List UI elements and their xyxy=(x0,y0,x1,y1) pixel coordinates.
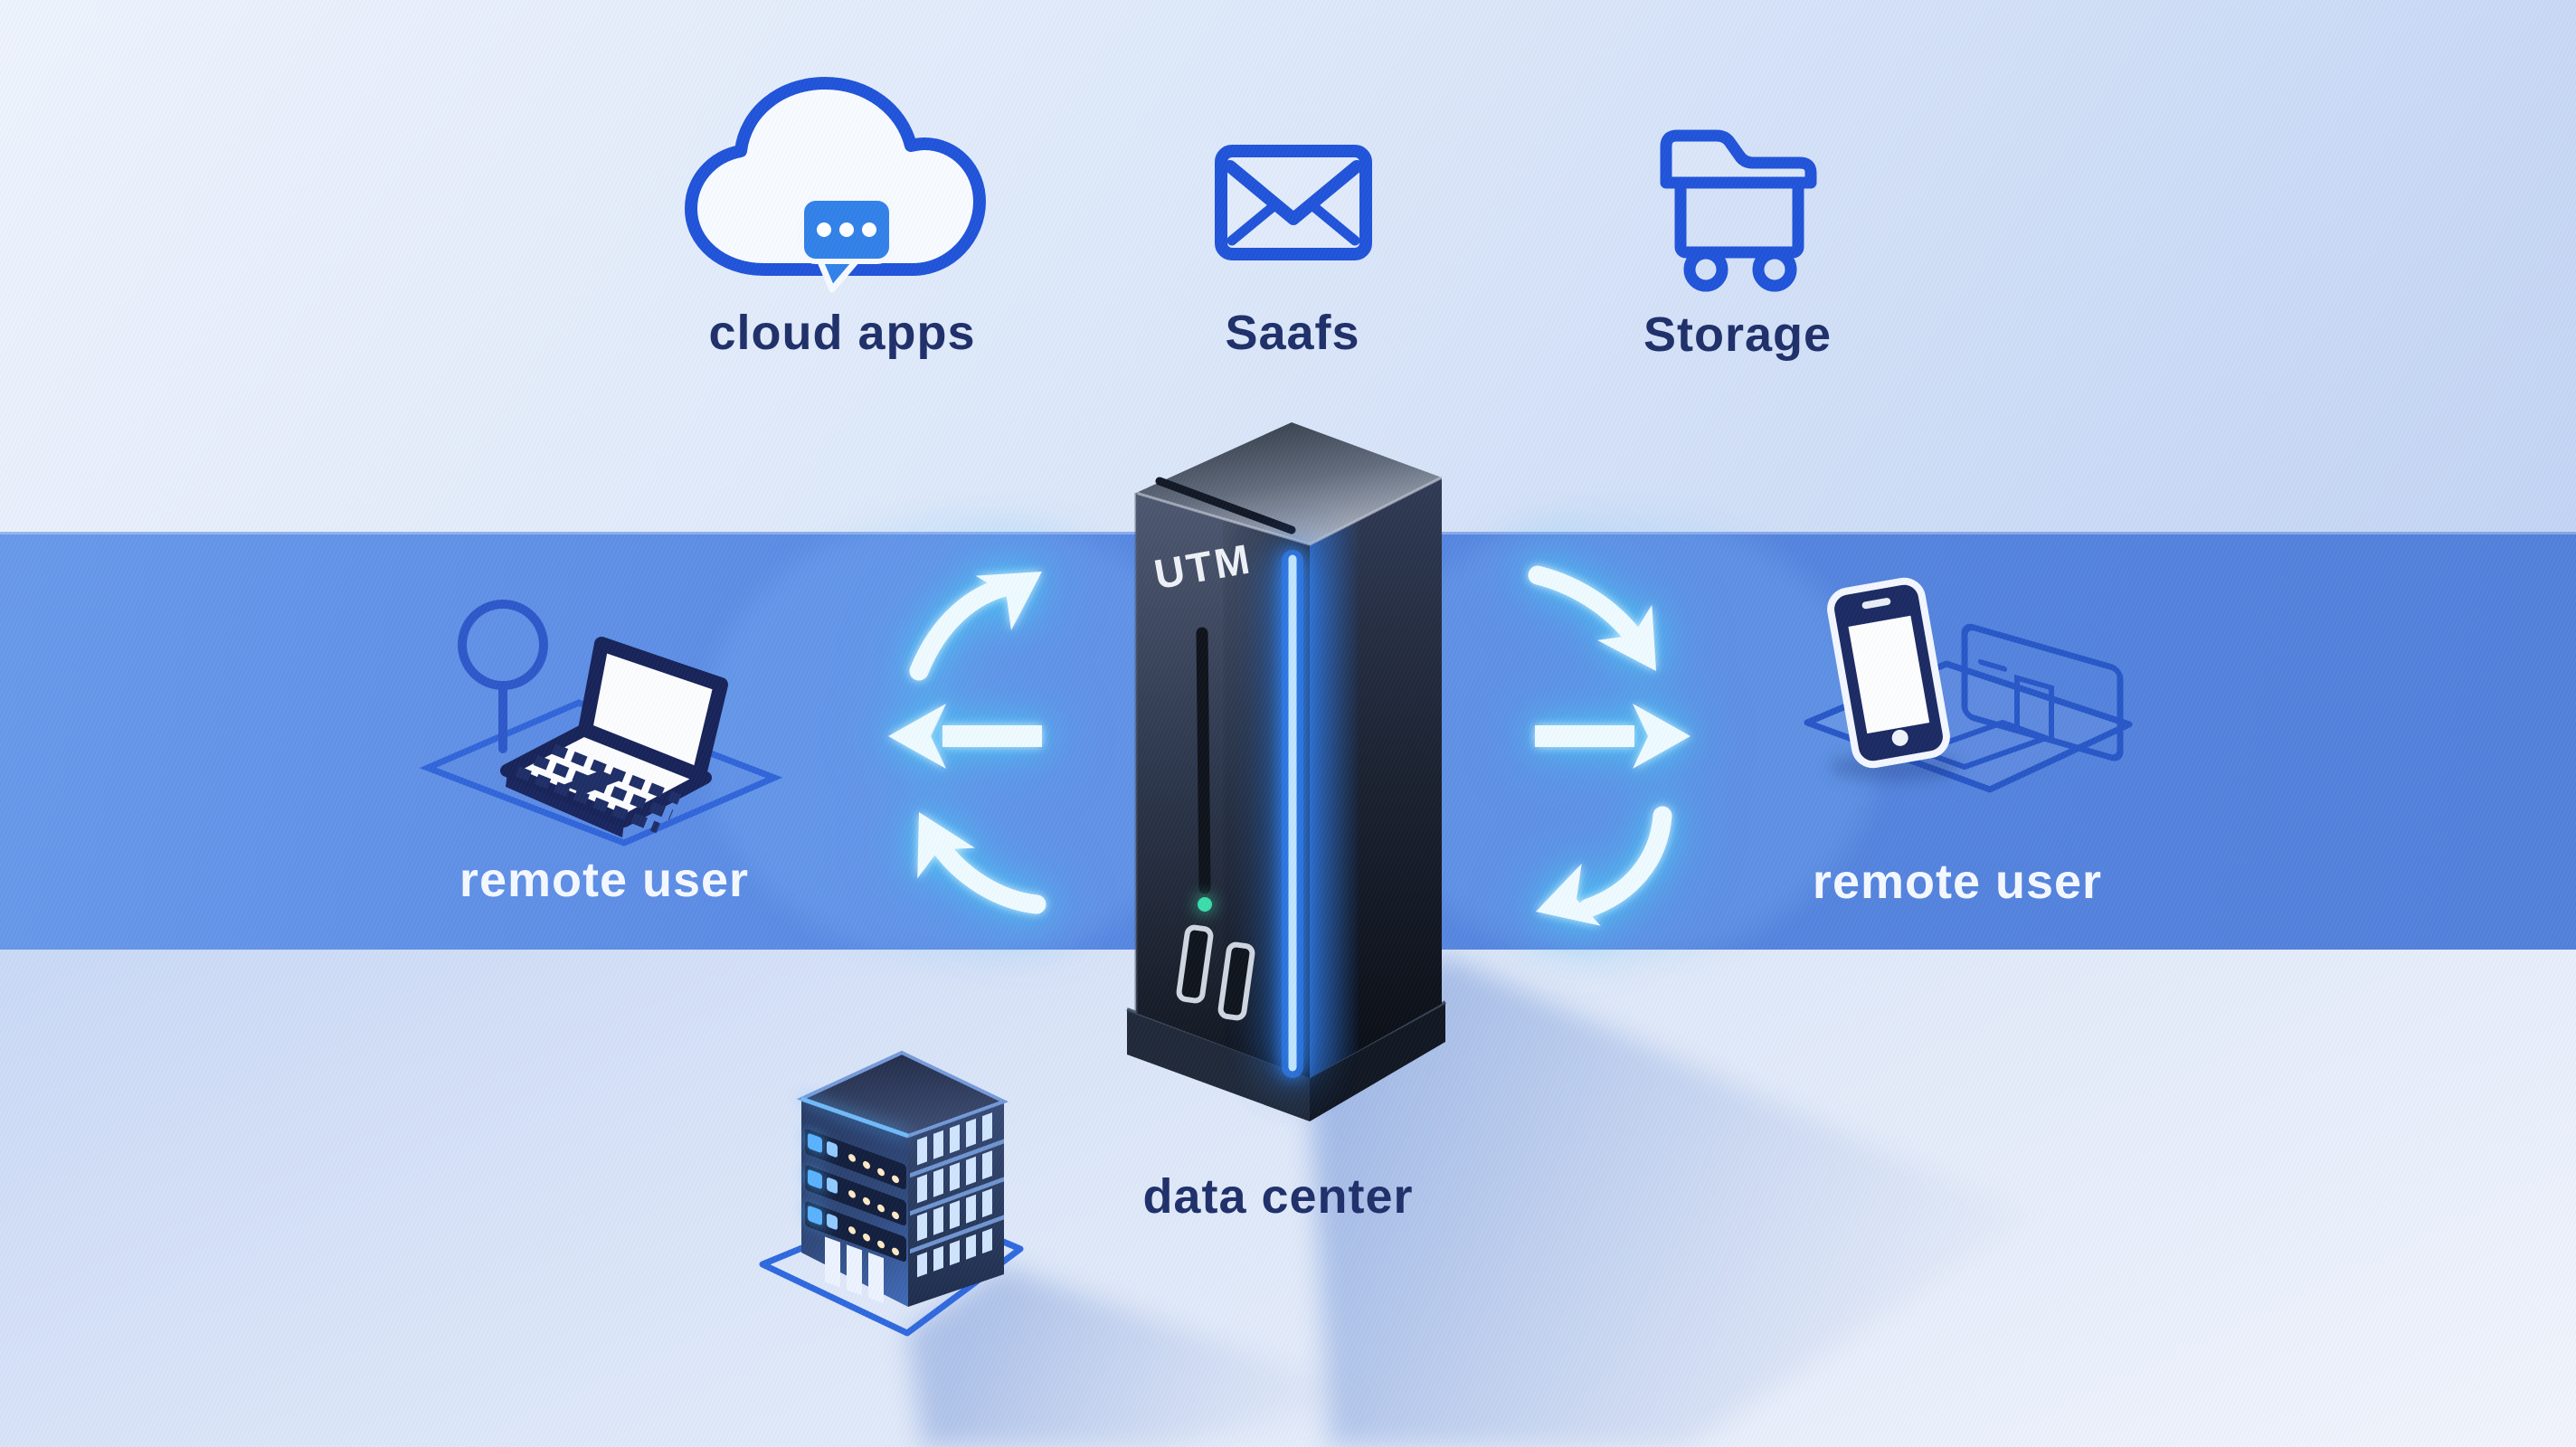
laptop-screen xyxy=(578,637,728,782)
arrow-curve-up-left xyxy=(925,829,1046,914)
envelope-icon xyxy=(1215,145,1372,260)
storage-label: Storage xyxy=(1643,307,1833,362)
chat-dot xyxy=(839,222,854,237)
arrow-curve-up-right xyxy=(909,576,1019,681)
person-head-icon xyxy=(458,600,548,690)
appliance-shadow xyxy=(1310,954,2031,1447)
building-windows xyxy=(910,1112,1004,1278)
data-center-label: data center xyxy=(1142,1169,1414,1224)
window-row xyxy=(917,1112,992,1166)
tower-base-right xyxy=(1310,1002,1445,1121)
tower-top-face xyxy=(1136,422,1442,544)
cloud-chat-icon xyxy=(685,77,986,293)
laptop-touchpad xyxy=(563,771,622,794)
window-row xyxy=(917,1150,992,1204)
tower-top-vent-slot xyxy=(1155,477,1296,534)
arrowhead xyxy=(888,704,946,769)
smartphone-icon xyxy=(1827,577,1950,769)
remote-user-right-label: remote user xyxy=(1812,855,2103,909)
building-shadow xyxy=(907,1266,1375,1447)
arrowhead xyxy=(1596,604,1656,671)
floor-line xyxy=(910,1215,1004,1254)
utm-tower-icon: UTM xyxy=(1126,422,1446,1121)
flow-arrows-left xyxy=(888,572,1046,914)
building-doors xyxy=(825,1236,884,1304)
remote-user-left-label: remote user xyxy=(459,853,750,907)
cloud-apps-label: cloud apps xyxy=(708,306,976,360)
tower-front-slot xyxy=(1196,627,1211,894)
roof-edge-glow xyxy=(800,1096,909,1139)
rack-row xyxy=(805,1165,906,1226)
laptop-touchpad-outline xyxy=(1918,720,2049,770)
server-building-icon xyxy=(759,1050,1024,1337)
arrowhead xyxy=(917,812,975,879)
window-row xyxy=(917,1228,992,1278)
chat-dot xyxy=(817,222,831,237)
tower-base-left xyxy=(1127,1009,1310,1121)
window-row xyxy=(917,1188,992,1242)
arrowhead xyxy=(1633,704,1690,769)
arrow-curve-down-right xyxy=(1528,565,1650,656)
server-racks xyxy=(805,1129,906,1263)
flow-arrows-right xyxy=(1528,565,1690,926)
saas-label: Saafs xyxy=(1225,306,1360,360)
rack-row xyxy=(805,1201,906,1263)
usb-port xyxy=(1217,941,1255,1021)
tower-glow-spill xyxy=(1310,520,1359,1078)
arrow-curve-down-left xyxy=(1578,806,1672,918)
phone-laptop-icon xyxy=(1804,577,2133,793)
arrowhead xyxy=(1536,863,1601,926)
floor-line xyxy=(910,1177,1004,1216)
person-laptop-icon xyxy=(419,600,783,846)
chat-dot xyxy=(862,222,876,237)
storage-cart-icon xyxy=(1660,129,1817,292)
tower-top-edge-highlight xyxy=(1135,476,1443,546)
arrowhead xyxy=(975,572,1042,631)
cloud-outline xyxy=(685,77,986,276)
status-led xyxy=(1198,897,1212,912)
usb-port xyxy=(1176,924,1214,1004)
floor-line xyxy=(910,1139,1004,1178)
rack-row xyxy=(805,1129,906,1190)
